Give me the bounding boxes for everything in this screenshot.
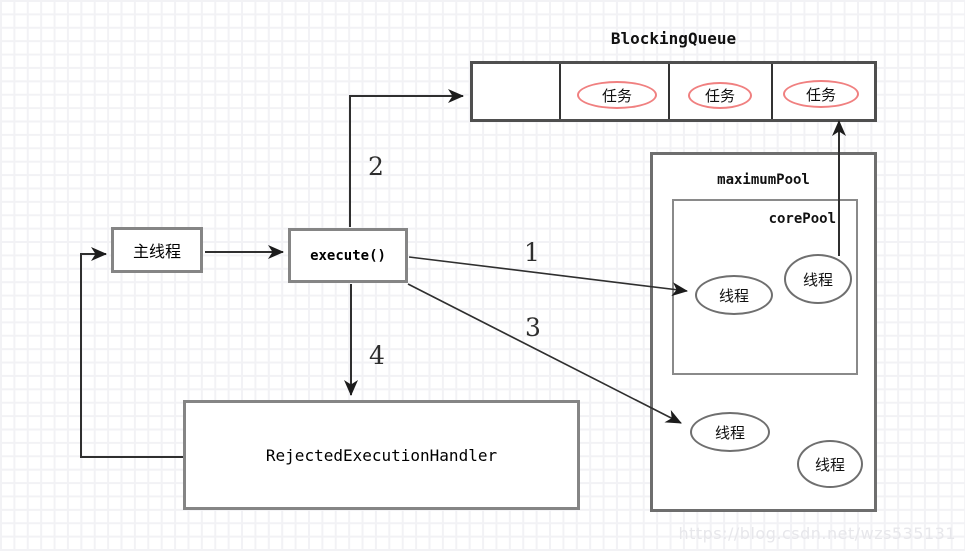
task-oval: 任务 — [577, 81, 657, 109]
core-pool-thread-oval: 线程 — [695, 275, 773, 315]
maximum-pool-thread-oval: 线程 — [690, 412, 770, 452]
step-label-2: 2 — [368, 152, 384, 181]
main-thread-label: 主线程 — [132, 242, 181, 261]
execute-box: execute() — [288, 228, 408, 283]
step-label-4: 4 — [369, 341, 385, 370]
arrow-feedback-to-main-thread — [80, 247, 183, 458]
queue-cell — [668, 64, 771, 119]
core-pool-thread-oval: 线程 — [784, 254, 852, 304]
execute-label: execute() — [310, 247, 386, 264]
blocking-queue-title: BlockingQueue — [610, 29, 737, 48]
queue-cell — [559, 64, 668, 119]
step-label-3: 3 — [525, 313, 541, 342]
task-oval: 任务 — [783, 80, 859, 108]
arrow-2-execute-to-queue — [349, 89, 464, 227]
rejected-execution-handler-label: RejectedExecutionHandler — [265, 445, 498, 465]
queue-cell — [771, 64, 874, 119]
watermark-text: https://blog.csdn.net/wzs535131 — [678, 524, 956, 543]
main-thread-box: 主线程 — [111, 227, 203, 273]
maximum-pool-label: maximumPool — [717, 172, 810, 188]
arrow-1-execute-to-core-thread — [408, 256, 688, 297]
maximum-pool-thread-oval: 线程 — [797, 440, 863, 488]
arrow-3-execute-to-max-thread — [407, 283, 682, 424]
rejected-execution-handler-box: RejectedExecutionHandler — [183, 400, 580, 510]
core-pool-label: corePool — [768, 211, 836, 227]
task-oval: 任务 — [688, 82, 752, 109]
step-label-1: 1 — [524, 238, 540, 267]
